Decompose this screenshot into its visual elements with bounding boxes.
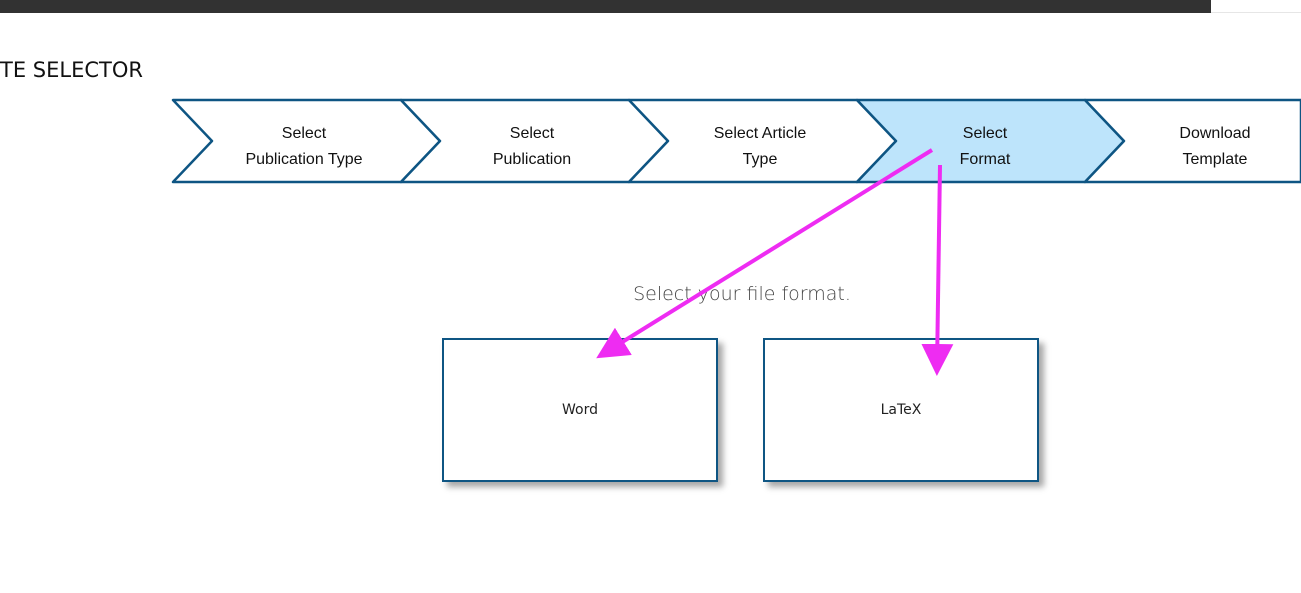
step-label-line2: Publication: [493, 151, 571, 168]
step-label-line2: Type: [743, 151, 778, 168]
step-label-line2: Publication Type: [245, 151, 362, 168]
step-shape: [1083, 98, 1301, 184]
top-navigation-bar: [0, 0, 1211, 13]
step-label-line2: Format: [960, 151, 1011, 168]
step-select-publication[interactable]: Select Publication: [399, 98, 670, 184]
step-label-line1: Select: [282, 125, 327, 142]
step-label-line1: Select: [510, 125, 555, 142]
format-option-latex[interactable]: LaTeX: [763, 338, 1039, 482]
step-select-publication-type[interactable]: Select Publication Type: [171, 98, 442, 184]
page-title: TE SELECTOR: [0, 58, 143, 82]
step-select-format[interactable]: Select Format: [855, 98, 1126, 184]
format-option-word[interactable]: Word: [442, 338, 718, 482]
top-bar-right-panel: [1211, 0, 1301, 13]
step-label-line1: Download: [1179, 125, 1250, 142]
step-label-line2: Template: [1183, 151, 1248, 168]
step-label-line1: Select: [963, 125, 1008, 142]
format-option-label: Word: [562, 402, 598, 418]
step-download-template[interactable]: Download Template: [1083, 98, 1301, 184]
format-option-label: LaTeX: [880, 402, 922, 418]
step-select-article-type[interactable]: Select Article Type: [627, 98, 898, 184]
step-label-line1: Select Article: [714, 125, 807, 142]
format-prompt: Select your file format.: [633, 283, 851, 305]
